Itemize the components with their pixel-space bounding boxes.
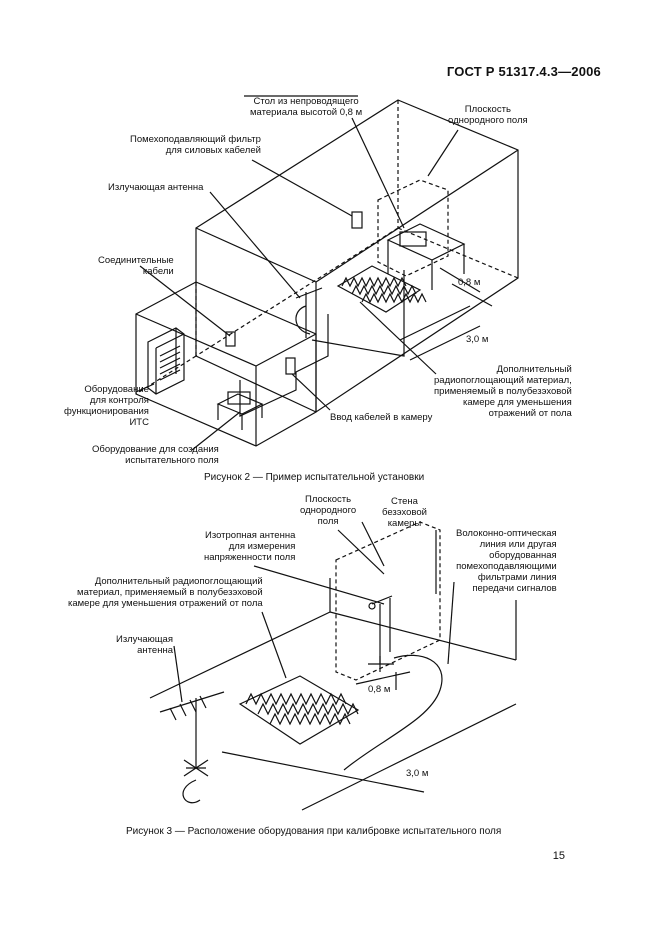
standard-header: ГОСТ Р 51317.4.3—2006 xyxy=(446,64,601,79)
figure3-caption: Рисунок 3 — Расположение оборудования пр… xyxy=(126,826,502,837)
figure2-caption: Рисунок 2 — Пример испытательной установ… xyxy=(204,472,425,483)
fig3-dim-30: 3,0 м xyxy=(406,768,429,779)
fig2-label-entry: Ввод кабелей в камеру xyxy=(330,412,433,423)
fig2-dim-08: 0,8 м xyxy=(458,277,481,288)
fig3-absorber xyxy=(238,675,360,745)
fig2-dim-30: 3,0 м xyxy=(466,334,489,345)
fig3-field-plane xyxy=(335,521,441,681)
fig2-label-antenna: Излучающая антенна xyxy=(108,182,204,193)
page-number: 15 xyxy=(552,850,565,862)
power-filter xyxy=(351,211,363,229)
fig3-dim-08: 0,8 м xyxy=(368,684,391,695)
